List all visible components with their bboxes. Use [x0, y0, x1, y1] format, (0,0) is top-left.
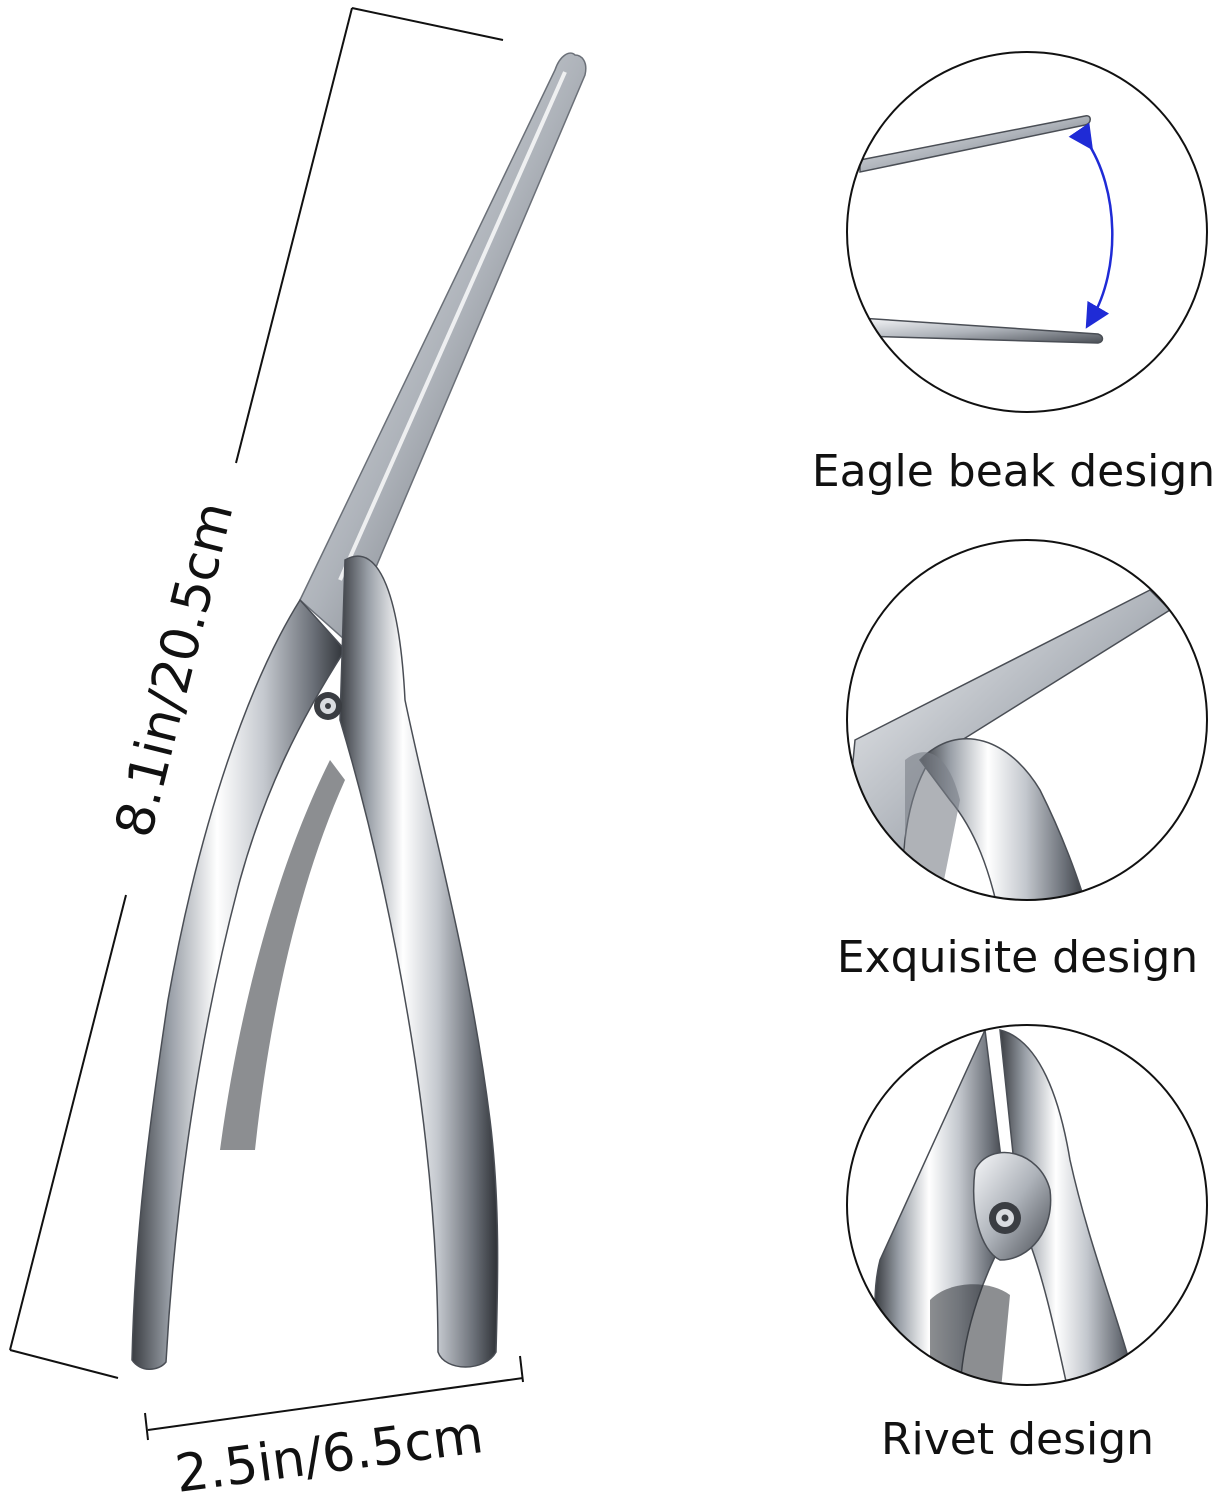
caption-rivet-design: Rivet design: [880, 1414, 1155, 1465]
detail-circle-eagle-beak: [846, 51, 1208, 413]
detail-circle-rivet: [846, 1024, 1208, 1386]
caption-exquisite-design: Exquisite design: [836, 932, 1199, 983]
detail-circle-exquisite: [846, 539, 1208, 901]
width-dimension: [144, 1355, 524, 1441]
shrimp-peeler-illustration: [131, 52, 587, 1370]
opening-angle-arrow: [1068, 122, 1114, 329]
height-dimension: [9, 7, 504, 1379]
caption-eagle-beak-design: Eagle beak design: [811, 446, 1216, 497]
